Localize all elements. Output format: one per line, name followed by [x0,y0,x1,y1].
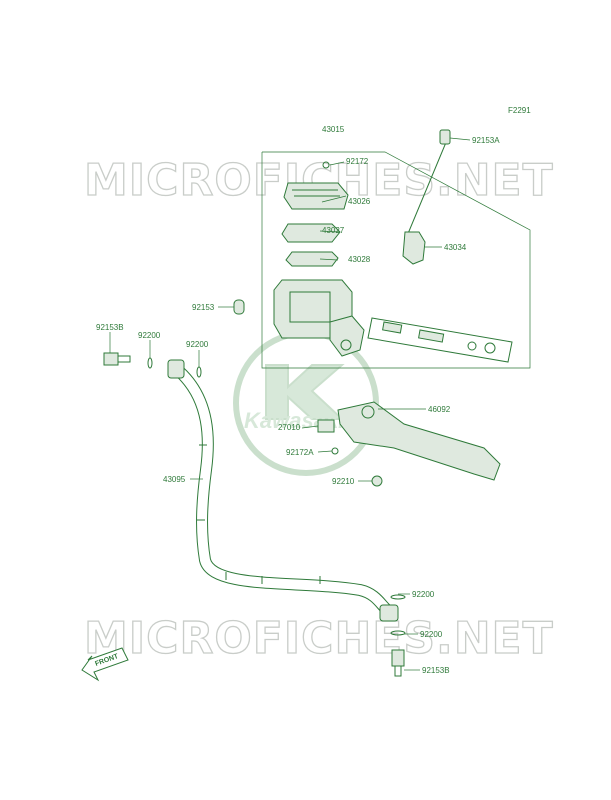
label-43028: 43028 [348,255,371,264]
label-92172A: 92172A [286,448,314,457]
banjo-bolt-bottom [390,594,406,677]
label-92153A: 92153A [472,136,500,145]
label-92153: 92153 [192,303,215,312]
label-92153B-top: 92153B [96,323,124,332]
label-27010: 27010 [278,423,301,432]
master-cylinder-body [273,279,365,357]
label-46092: 46092 [428,405,451,414]
label-43034: 43034 [444,243,467,252]
piston-kit [367,317,513,363]
label-43095: 43095 [163,475,186,484]
bulb-92153 [233,299,245,315]
reservoir-parts [281,161,349,267]
switch-43034 [402,129,451,265]
front-arrow-icon: FRONT [81,647,129,682]
label-43026: 43026 [348,197,371,206]
label-92172: 92172 [346,157,369,166]
label-92210: 92210 [332,477,355,486]
clutch-hose [167,359,399,622]
label-92200-d: 92200 [420,630,443,639]
label-92200-b: 92200 [186,340,209,349]
banjo-bolt-top [103,352,202,378]
label-43027: 43027 [322,226,345,235]
label-92200-c: 92200 [412,590,435,599]
label-92153B-bot: 92153B [422,666,450,675]
watermark-bottom: MICROFICHES.NET [84,613,554,664]
assembly-frame [261,151,531,369]
figure-code: F2291 [508,106,531,115]
clutch-lever [317,401,501,487]
label-43015: 43015 [322,125,345,134]
label-92200-a: 92200 [138,331,161,340]
leader-lines [109,137,471,671]
